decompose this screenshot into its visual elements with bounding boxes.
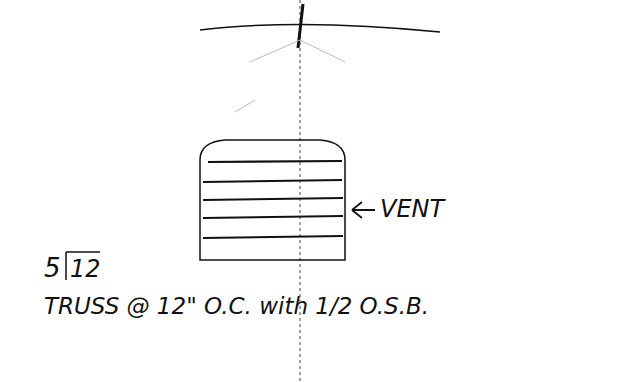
- note-text: TRUSS @ 12" O.C. with 1/2 O.S.B.: [44, 294, 429, 319]
- vent-outline: [200, 140, 345, 260]
- vent-arrow: [352, 202, 375, 218]
- pitch-run: 12: [70, 256, 101, 282]
- callout-label: VENT: [380, 196, 444, 222]
- ridge-line: [200, 24, 440, 32]
- vent-louvers: [203, 161, 343, 238]
- center-line: [300, 0, 301, 382]
- pitch-rise: 5: [44, 254, 61, 283]
- faint-lines: [235, 40, 345, 112]
